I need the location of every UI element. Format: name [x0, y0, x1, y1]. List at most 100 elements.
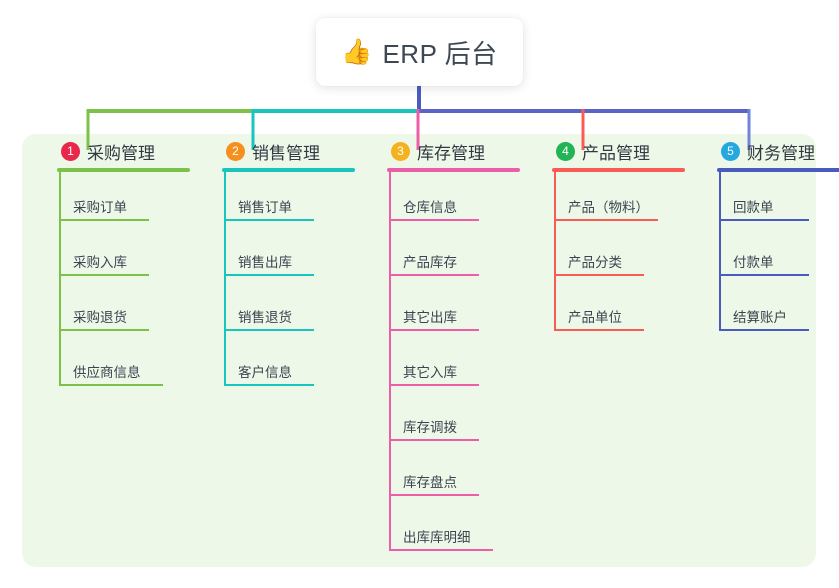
column-title: 产品管理: [582, 143, 650, 163]
column-header-rule: [717, 168, 839, 172]
column-4: 4 产品管理产品（物料） 产品分类产品单位: [539, 134, 705, 337]
menu-item-rule: [389, 219, 479, 221]
column-items-1: 采购订单采购入库采购退货供应商信息: [59, 172, 210, 392]
column-trunk-line: [224, 172, 226, 386]
column-items-2: 销售订单销售出库销售退货客户信息: [224, 172, 375, 392]
menu-item-rule: [389, 439, 479, 441]
menu-item-rule: [389, 549, 493, 551]
column-2: 2 销售管理销售订单销售出库销售退货客户信息: [209, 134, 375, 392]
column-5: 5 财务管理回款单付款单结算账户: [704, 134, 839, 337]
menu-item-rule: [554, 274, 644, 276]
column-trunk-line: [59, 172, 61, 386]
menu-item-label: 销售出库: [238, 255, 292, 270]
menu-item[interactable]: 产品分类: [554, 227, 705, 282]
menu-item[interactable]: 产品库存: [389, 227, 540, 282]
menu-item-label: 其它出库: [403, 310, 457, 325]
menu-item-label: 仓库信息: [403, 200, 457, 215]
menu-item-label: 销售订单: [238, 200, 292, 215]
menu-item-label: 产品库存: [403, 255, 457, 270]
columns-container: 1 采购管理采购订单采购入库采购退货供应商信息 2 销售管理销售订单销售出库销售退货客…: [22, 134, 839, 567]
column-header-5[interactable]: 5 财务管理: [704, 134, 839, 168]
menu-item-rule: [224, 219, 314, 221]
column-title: 库存管理: [417, 143, 485, 163]
column-index-badge: 2: [226, 141, 245, 161]
column-index-badge: 4: [556, 141, 575, 161]
menu-item-label: 结算账户: [733, 310, 787, 325]
menu-item[interactable]: 产品单位: [554, 282, 705, 337]
thumbs-up-icon: 👍: [341, 37, 373, 66]
menu-item-rule: [389, 384, 479, 386]
root-title-card[interactable]: 👍 ERP 后台: [316, 18, 523, 86]
menu-item-rule: [389, 329, 479, 331]
menu-item-rule: [59, 329, 149, 331]
menu-item-rule: [59, 219, 149, 221]
menu-item-label: 回款单: [733, 200, 774, 215]
column-title: 财务管理: [747, 143, 815, 163]
column-items-4: 产品（物料） 产品分类产品单位: [554, 172, 705, 337]
menu-item-label: 库存盘点: [403, 475, 457, 490]
menu-item[interactable]: 销售退货: [224, 282, 375, 337]
menu-item-rule: [224, 384, 314, 386]
menu-item-rule: [719, 219, 809, 221]
column-items-5: 回款单付款单结算账户: [719, 172, 839, 337]
menu-item-rule: [554, 219, 658, 221]
column-title: 销售管理: [252, 143, 320, 163]
menu-item[interactable]: 产品（物料）: [554, 172, 705, 227]
column-header-2[interactable]: 2 销售管理: [209, 134, 375, 168]
menu-item-rule: [59, 384, 163, 386]
column-header-rule: [222, 168, 355, 172]
menu-item-rule: [59, 274, 149, 276]
menu-item-label: 付款单: [733, 255, 774, 270]
menu-item-label: 出库库明细: [403, 530, 471, 545]
column-header-rule: [552, 168, 685, 172]
menu-item[interactable]: 采购入库: [59, 227, 210, 282]
menu-item[interactable]: 销售出库: [224, 227, 375, 282]
menu-item[interactable]: 采购退货: [59, 282, 210, 337]
column-title: 采购管理: [87, 143, 155, 163]
menu-item[interactable]: 回款单: [719, 172, 839, 227]
column-header-rule: [387, 168, 520, 172]
menu-item-label: 产品单位: [568, 310, 622, 325]
menu-item-label: 采购订单: [73, 200, 127, 215]
menu-item[interactable]: 销售订单: [224, 172, 375, 227]
column-trunk-line: [719, 172, 721, 331]
menu-item-rule: [719, 329, 809, 331]
column-1: 1 采购管理采购订单采购入库采购退货供应商信息: [44, 134, 210, 392]
menu-item-rule: [389, 274, 479, 276]
column-trunk-line: [389, 172, 391, 551]
menu-item-rule: [224, 274, 314, 276]
menu-item-label: 采购退货: [73, 310, 127, 325]
column-header-1[interactable]: 1 采购管理: [44, 134, 210, 168]
menu-item[interactable]: 其它出库: [389, 282, 540, 337]
menu-item[interactable]: 库存盘点: [389, 447, 540, 502]
menu-item[interactable]: 客户信息: [224, 337, 375, 392]
column-trunk-line: [554, 172, 556, 331]
menu-item-label: 产品（物料）: [568, 200, 649, 215]
menu-item[interactable]: 出库库明细: [389, 502, 540, 557]
menu-item[interactable]: 付款单: [719, 227, 839, 282]
menu-item-label: 其它入库: [403, 365, 457, 380]
menu-item-rule: [389, 494, 479, 496]
column-items-3: 仓库信息产品库存其它出库其它入库库存调拨库存盘点出库库明细: [389, 172, 540, 557]
column-header-3[interactable]: 3 库存管理: [374, 134, 540, 168]
column-header-4[interactable]: 4 产品管理: [539, 134, 705, 168]
menu-item-label: 客户信息: [238, 365, 292, 380]
column-header-rule: [57, 168, 190, 172]
menu-item[interactable]: 结算账户: [719, 282, 839, 337]
menu-item[interactable]: 采购订单: [59, 172, 210, 227]
menu-item-label: 采购入库: [73, 255, 127, 270]
menu-item[interactable]: 供应商信息: [59, 337, 210, 392]
menu-item[interactable]: 其它入库: [389, 337, 540, 392]
column-index-badge: 1: [61, 141, 80, 161]
menu-item[interactable]: 库存调拨: [389, 392, 540, 447]
menu-item-rule: [719, 274, 809, 276]
menu-item-label: 产品分类: [568, 255, 622, 270]
menu-item-label: 销售退货: [238, 310, 292, 325]
column-index-badge: 3: [391, 141, 410, 161]
menu-item-rule: [554, 329, 644, 331]
column-index-badge: 5: [721, 141, 740, 161]
menu-item[interactable]: 仓库信息: [389, 172, 540, 227]
menu-item-label: 库存调拨: [403, 420, 457, 435]
menu-item-rule: [224, 329, 314, 331]
